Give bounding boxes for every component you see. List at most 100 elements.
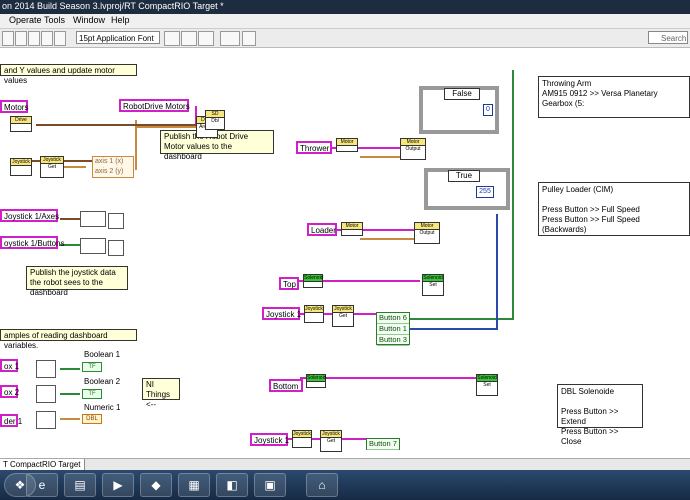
wire <box>60 244 82 246</box>
wire <box>496 214 498 328</box>
block-diagram[interactable]: and Y values and update motor values Pub… <box>0 48 690 458</box>
label-loader[interactable]: Loader <box>307 223 337 236</box>
solenoid-set-top[interactable]: Solenoid Set <box>422 274 444 296</box>
unbundle-buttons-a[interactable]: Button 6 Button 1 Button 3 <box>376 312 410 346</box>
indicator-label-boolean1: Boolean 1 <box>84 350 121 359</box>
window-title-bar: on 2014 Build Season 3.lvproj/RT Compact… <box>0 0 690 14</box>
unbundle-buttons-b[interactable]: Button 7 <box>366 438 400 450</box>
run-continuous-icon[interactable] <box>15 31 27 46</box>
case-selector-false[interactable]: False <box>444 88 480 100</box>
motor-ref-thrower[interactable]: Motor <box>336 138 358 152</box>
label-bottom[interactable]: Bottom <box>269 379 303 392</box>
motor-ref-loader[interactable]: Motor <box>341 222 363 236</box>
menu-help[interactable]: Help <box>111 15 130 25</box>
label-thrower[interactable]: Thrower <box>296 141 332 154</box>
joystick-vi[interactable]: Joystick <box>10 158 32 176</box>
comment-nithings: NI Things <-- <box>142 378 180 409</box>
menu-window[interactable]: Window <box>73 15 106 25</box>
motor-set-output-loader[interactable]: Motor Output <box>414 222 440 244</box>
label-motors[interactable]: Motors <box>0 100 28 113</box>
label-joystick-axes[interactable]: Joystick 1/Axes <box>0 209 59 222</box>
start-button-icon[interactable]: ❖ <box>4 473 36 497</box>
indicator-numeric1[interactable]: DBL <box>82 414 102 424</box>
wire <box>336 229 416 231</box>
search-input[interactable]: Search <box>648 31 688 44</box>
numeric-constant-255[interactable]: 255 <box>476 186 494 198</box>
app-window-icon[interactable]: ▣ <box>254 473 286 497</box>
drive-vi[interactable]: Drive <box>10 116 32 132</box>
comment-update-motors: and Y values and update motor values <box>0 64 137 85</box>
joystick-get-vi[interactable]: Joystick Get <box>40 156 64 178</box>
wire <box>60 166 86 168</box>
taskbar: ❖ e ▤ ▶ ◆ ▦ ◧ ▣ ⌂ <box>0 470 690 500</box>
label-joystick1-a[interactable]: Joystick 1 <box>262 307 301 320</box>
label-joystick-buttons[interactable]: oystick 1/Buttons <box>0 236 64 249</box>
wire <box>408 318 514 320</box>
pause-icon[interactable] <box>41 31 53 46</box>
wire <box>195 106 197 124</box>
sd-read-numeric-icon[interactable] <box>36 411 56 429</box>
sd-read-bool1-icon[interactable] <box>36 360 56 378</box>
run-arrow-icon[interactable] <box>2 31 14 46</box>
highlight-icon[interactable] <box>54 31 66 46</box>
indicator-label-boolean2: Boolean 2 <box>84 377 121 386</box>
labview-icon[interactable]: ▦ <box>178 473 210 497</box>
label-box1[interactable]: ox 1 <box>0 359 19 372</box>
reorder-icon[interactable] <box>220 31 240 46</box>
wire <box>328 147 400 149</box>
case-selector-true[interactable]: True <box>448 170 480 182</box>
indicator-boolean1[interactable]: TF <box>82 362 102 372</box>
distribute-icon[interactable] <box>181 31 197 46</box>
numeric-constant-0[interactable]: 0 <box>483 104 493 116</box>
wire <box>300 377 476 379</box>
cleanup-icon[interactable] <box>242 31 256 46</box>
label-der1[interactable]: der 1 <box>0 414 22 427</box>
label-robotdrive-motors[interactable]: RobotDrive Motors <box>119 99 190 112</box>
unbundle-axes[interactable]: axis 1 (x) axis 2 (y) <box>92 156 134 178</box>
network-icon[interactable]: ◆ <box>140 473 172 497</box>
menu-operate[interactable]: Operate <box>9 15 42 25</box>
sd-dbl-array-vi[interactable] <box>80 211 106 227</box>
media-player-icon[interactable]: ▶ <box>102 473 134 497</box>
menu-bar: Operate Tools Window Help <box>0 14 690 29</box>
label-top[interactable]: Top <box>279 277 299 290</box>
joystick-get-vi-a[interactable]: Joystick Get <box>332 305 354 327</box>
sd-read-bool2-icon[interactable] <box>36 385 56 403</box>
comment-examples: amples of reading dashboard variables. <box>0 329 137 350</box>
note-dbl-solenoid: DBL Solenoide Press Button >> Extend Pre… <box>557 384 643 446</box>
wire <box>135 120 137 170</box>
abort-icon[interactable] <box>28 31 40 46</box>
align-icon[interactable] <box>164 31 180 46</box>
pdf-reader-icon[interactable]: ⌂ <box>306 473 338 497</box>
wire <box>360 156 402 158</box>
wire <box>60 418 80 420</box>
motor-set-output-thrower[interactable]: Motor Output <box>400 138 426 160</box>
menu-tools[interactable]: Tools <box>44 15 66 25</box>
wire <box>360 238 416 240</box>
dashboard-dbl-icon[interactable] <box>108 213 124 229</box>
sd-bool-array-vi[interactable] <box>80 238 106 254</box>
browser-icon[interactable]: e <box>26 473 58 497</box>
solenoid-ref-bottom[interactable]: Solenoid <box>306 374 326 388</box>
solenoid-set-bottom[interactable]: Solenoid Set <box>476 374 498 396</box>
label-joystick1-b[interactable]: Joystick 1 <box>250 433 289 446</box>
wire <box>135 126 197 128</box>
comment-publish-joystick: Publish the joystick data the robot sees… <box>26 266 128 297</box>
dashboard-bool-icon[interactable] <box>108 240 124 256</box>
window-title: on 2014 Build Season 3.lvproj/RT Compact… <box>2 1 224 11</box>
wire <box>24 160 114 162</box>
font-select[interactable]: 15pt Application Font <box>76 31 160 44</box>
label-box2[interactable]: ox 2 <box>0 385 19 398</box>
vi-window-icon[interactable]: ◧ <box>216 473 248 497</box>
sd-dbl-vi[interactable]: SD Dbl <box>205 110 225 130</box>
resize-icon[interactable] <box>198 31 214 46</box>
folder-icon[interactable]: ▤ <box>64 473 96 497</box>
wire <box>60 218 82 220</box>
note-pulley-loader: Pulley Loader (CIM) Press Button >> Full… <box>538 182 690 236</box>
solenoid-ref-top[interactable]: Solenoid <box>303 274 323 288</box>
joystick-get-vi-b[interactable]: Joystick Get <box>320 430 342 452</box>
indicator-boolean2[interactable]: TF <box>82 389 102 399</box>
indicator-label-numeric1: Numeric 1 <box>84 403 121 412</box>
joystick-vi-a[interactable]: Joystick <box>304 305 324 323</box>
joystick-vi-b[interactable]: Joystick <box>292 430 312 448</box>
